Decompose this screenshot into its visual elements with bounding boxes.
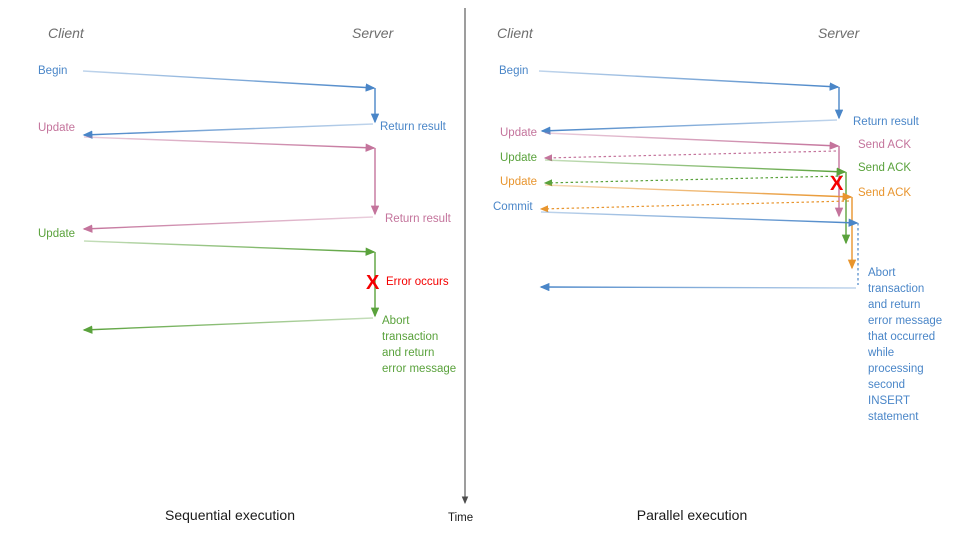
right-diagram-parallel: Client Server Begin Return result Update	[493, 25, 942, 523]
right-abort-line-2: transaction	[868, 283, 924, 295]
left-actor-server-label: Server	[352, 25, 395, 41]
right-label-return-result: Return result	[853, 116, 920, 128]
error-x-icon-left: X	[366, 272, 380, 294]
left-arrow-update-2	[83, 240, 376, 256]
right-arrow-abort	[539, 282, 857, 292]
right-label-update-1: Update	[500, 127, 537, 139]
error-x-icon-right: X	[830, 173, 844, 195]
right-abort-line-8: second	[868, 379, 905, 391]
left-caption-sequential-execution: Sequential execution	[165, 507, 295, 523]
left-actor-client-label: Client	[48, 25, 85, 41]
right-abort-message-block: Abort transaction and return error messa…	[867, 267, 942, 423]
right-abort-line-5: that occurred	[868, 331, 935, 343]
left-label-error-occurs: Error occurs	[386, 276, 449, 288]
left-arrow-abort	[82, 317, 374, 334]
left-arrow-begin	[82, 70, 376, 92]
right-label-send-ack-3: Send ACK	[858, 187, 911, 199]
right-label-send-ack-1: Send ACK	[858, 139, 911, 151]
right-label-update-2: Update	[500, 152, 537, 164]
right-arrow-send-ack-2	[543, 175, 844, 187]
right-actor-client-label: Client	[497, 25, 534, 41]
right-arrow-commit	[540, 211, 859, 227]
right-caption-parallel-execution: Parallel execution	[637, 507, 748, 523]
time-axis: Time	[448, 8, 473, 524]
right-label-update-3: Update	[500, 176, 537, 188]
right-abort-line-3: and return	[868, 299, 920, 311]
right-abort-line-4: error message	[868, 315, 942, 327]
left-abort-message-block: Abort transaction and return error messa…	[382, 315, 456, 375]
right-arrow-update-2	[544, 159, 847, 176]
left-diagram-sequential: Client Server Begin Return result Update…	[38, 25, 456, 523]
right-arrow-send-ack-3	[539, 200, 850, 213]
left-arrow-update-1	[83, 136, 376, 152]
left-arrow-return-result-1	[82, 123, 374, 139]
right-abort-line-10: statement	[868, 411, 919, 423]
left-abort-line-4: error message	[382, 363, 456, 375]
right-abort-line-7: processing	[868, 363, 924, 375]
right-abort-line-9: INSERT	[868, 395, 910, 407]
right-label-commit: Commit	[493, 201, 533, 213]
left-label-update-2: Update	[38, 228, 75, 240]
right-arrow-begin	[538, 70, 840, 91]
left-arrow-return-result-2	[82, 216, 374, 233]
time-axis-label: Time	[448, 512, 473, 524]
right-label-begin: Begin	[499, 65, 528, 77]
right-actor-server-label: Server	[818, 25, 861, 41]
left-abort-line-3: and return	[382, 347, 434, 359]
left-abort-line-1: Abort	[382, 315, 410, 327]
right-arrow-update-3	[544, 184, 853, 201]
left-label-update-1: Update	[38, 122, 75, 134]
left-label-return-result-1: Return result	[380, 121, 447, 133]
left-abort-line-2: transaction	[382, 331, 438, 343]
left-label-begin: Begin	[38, 65, 67, 77]
right-abort-line-6: while	[867, 347, 894, 359]
right-arrow-update-1	[544, 132, 840, 150]
left-label-return-result-2: Return result	[385, 213, 452, 225]
right-arrow-send-ack-1	[543, 150, 837, 162]
right-label-send-ack-2: Send ACK	[858, 162, 911, 174]
right-abort-line-1: Abort	[868, 267, 896, 279]
right-arrow-return-result	[540, 119, 838, 135]
